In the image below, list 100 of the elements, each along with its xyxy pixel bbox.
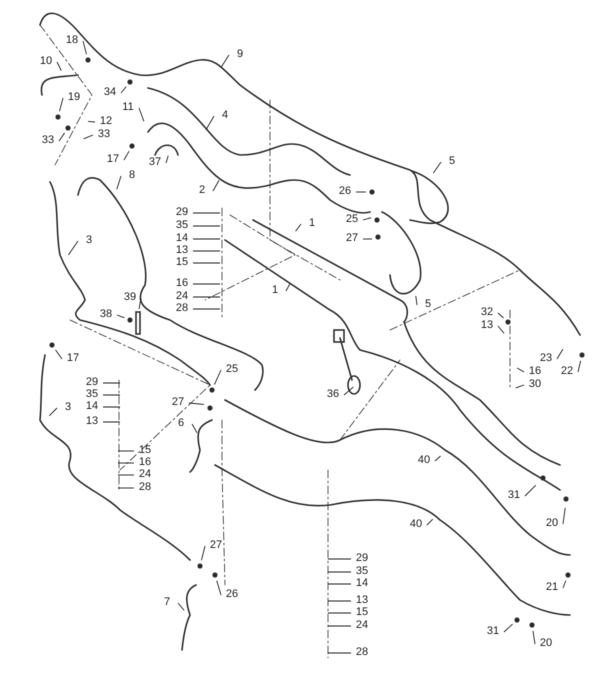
leader-line xyxy=(68,240,78,256)
leader-line xyxy=(138,108,144,122)
callout-number: 25 xyxy=(222,363,242,375)
callout-number: 2 xyxy=(192,184,212,196)
callout-number: 22 xyxy=(557,365,577,377)
callout-number: 3 xyxy=(79,234,99,246)
leader-line xyxy=(102,406,120,408)
callout-number: 24 xyxy=(352,619,372,631)
callout-number: 40 xyxy=(406,518,426,530)
callout-number: 12 xyxy=(96,115,116,127)
callout-number: 1 xyxy=(265,284,285,296)
leader-line xyxy=(328,558,352,560)
leader-line xyxy=(524,484,536,496)
leader-line xyxy=(138,298,142,310)
callout-number: 29 xyxy=(352,552,372,564)
leader-line xyxy=(504,624,514,632)
leader-line xyxy=(328,652,352,654)
leader-line xyxy=(516,368,524,372)
callout-number: 4 xyxy=(215,109,235,121)
callout-number: 26 xyxy=(335,185,355,197)
callout-number: 7 xyxy=(157,596,177,608)
callout-number: 31 xyxy=(483,625,503,637)
callout-number: 21 xyxy=(542,581,562,593)
callout-number: 27 xyxy=(342,232,362,244)
leader-line xyxy=(328,612,352,614)
leader-line xyxy=(216,580,222,596)
callout-number: 18 xyxy=(62,34,82,46)
callout-number: 25 xyxy=(342,213,362,225)
leader-line xyxy=(56,62,62,72)
callout-number: 20 xyxy=(542,517,562,529)
callout-number: 33 xyxy=(38,134,58,146)
callout-number: 27 xyxy=(168,396,188,408)
callout-number: 19 xyxy=(64,91,84,103)
leader-line xyxy=(58,132,66,142)
leader-line xyxy=(188,402,204,405)
leader-line xyxy=(562,580,566,588)
leader-line xyxy=(83,134,94,140)
leader-line xyxy=(498,326,505,334)
leader-line xyxy=(362,238,372,240)
callout-number: 14 xyxy=(352,577,372,589)
callout-number: 15 xyxy=(352,606,372,618)
callout-number: 35 xyxy=(352,565,372,577)
callout-number: 8 xyxy=(122,169,142,181)
callout-number: 28 xyxy=(135,481,155,493)
callout-number: 26 xyxy=(222,588,242,600)
leader-line xyxy=(88,121,96,122)
callout-number: 3 xyxy=(58,401,78,413)
leader-line xyxy=(116,314,125,318)
callout-number: 30 xyxy=(525,378,545,390)
leader-line xyxy=(192,238,220,240)
leader-line xyxy=(82,40,87,55)
callout-number: 17 xyxy=(63,352,83,364)
leader-line xyxy=(124,150,130,160)
callout-number: 9 xyxy=(230,48,250,60)
leader-line xyxy=(192,262,220,264)
leader-line xyxy=(344,386,354,396)
leader-line xyxy=(102,382,120,384)
leader-line xyxy=(102,394,120,396)
callout-number: 20 xyxy=(536,637,556,649)
leader-line xyxy=(578,360,582,372)
leader-line xyxy=(118,474,134,476)
callout-number: 35 xyxy=(172,219,192,231)
callout-number: 24 xyxy=(135,468,155,480)
leader-line xyxy=(556,348,564,360)
leader-line xyxy=(192,308,220,310)
leader-line xyxy=(515,384,524,388)
leader-line xyxy=(48,408,58,416)
callout-number: 16 xyxy=(135,456,155,468)
leader-line xyxy=(206,116,214,130)
leader-line xyxy=(328,600,352,602)
callout-number: 16 xyxy=(172,277,192,289)
callout-number: 6 xyxy=(171,417,191,429)
callout-number: 27 xyxy=(206,539,226,551)
callout-number: 28 xyxy=(352,646,372,658)
callout-number: 13 xyxy=(477,319,497,331)
callout-number: 24 xyxy=(172,290,192,302)
leader-line xyxy=(166,155,169,164)
callout-number: 13 xyxy=(172,244,192,256)
leader-line xyxy=(498,312,504,318)
leader-line xyxy=(286,282,291,292)
leader-line xyxy=(295,224,302,232)
leader-line xyxy=(220,54,230,68)
callout-number: 13 xyxy=(82,415,102,427)
leader-line xyxy=(532,630,536,644)
callout-number: 34 xyxy=(100,86,120,98)
callout-number: 31 xyxy=(504,489,524,501)
leader-line xyxy=(192,296,220,298)
leader-line xyxy=(116,176,122,190)
callout-number: 37 xyxy=(145,156,165,168)
leader-line xyxy=(178,602,185,611)
leader-line xyxy=(562,508,566,524)
leader-line xyxy=(214,370,222,385)
leader-line xyxy=(118,450,134,452)
leader-line xyxy=(434,456,441,462)
callout-number: 5 xyxy=(418,298,438,310)
callout-number: 1 xyxy=(302,217,322,229)
leader-line xyxy=(432,162,442,174)
callout-number: 29 xyxy=(82,376,102,388)
callout-number: 29 xyxy=(172,206,192,218)
leader-line xyxy=(55,349,62,360)
